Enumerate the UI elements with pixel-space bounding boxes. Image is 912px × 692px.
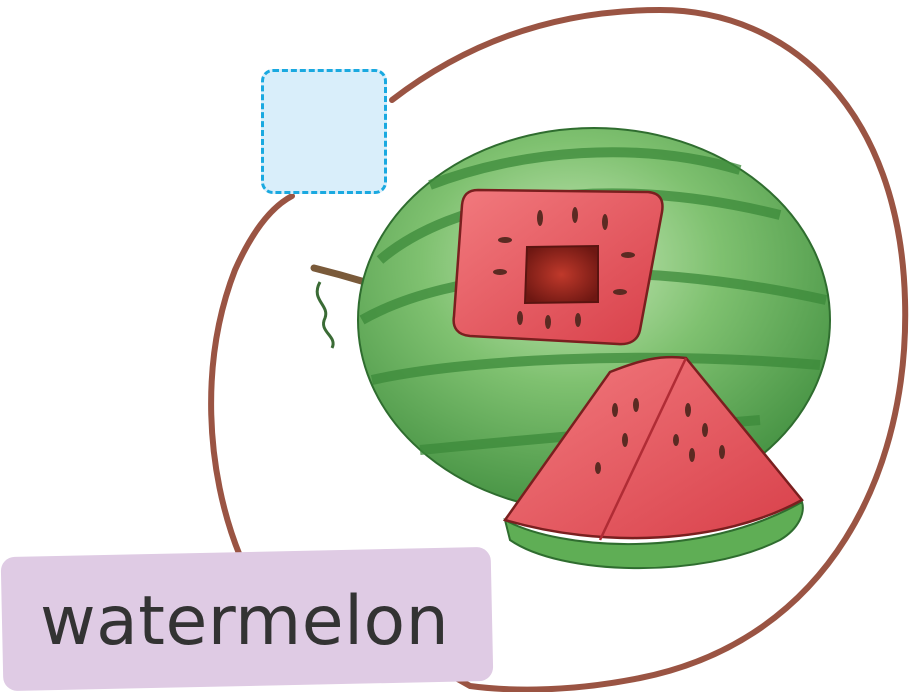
watermelon-slice-icon <box>502 355 804 570</box>
stem <box>310 264 369 349</box>
cut-window <box>452 188 664 346</box>
word-text: watermelon <box>40 582 450 661</box>
blob-outline <box>208 6 909 692</box>
answer-box[interactable] <box>261 69 387 194</box>
